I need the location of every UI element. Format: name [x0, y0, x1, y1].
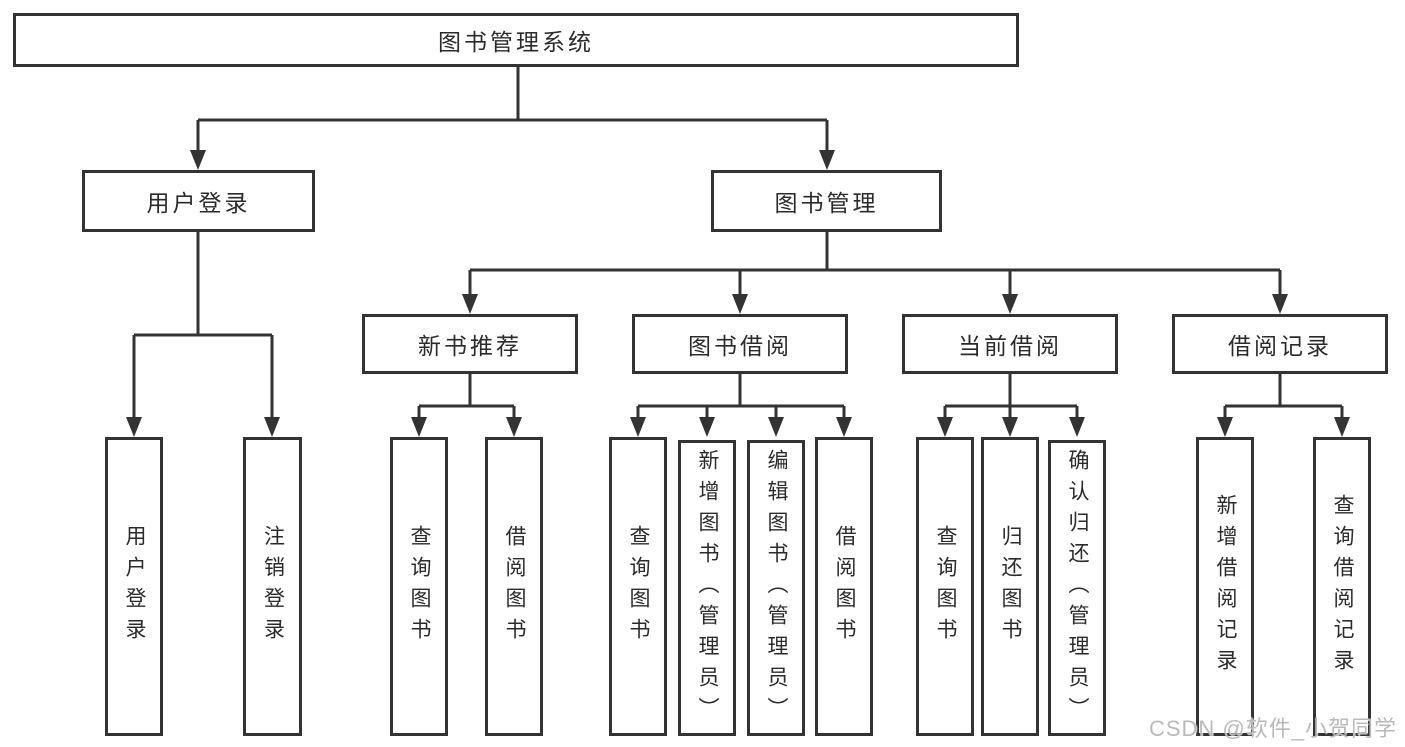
- root-to-level2-connector: [190, 66, 835, 170]
- leaf-borrow-book-2: 借阅图书: [815, 437, 873, 736]
- leaf-query-borrow-record: 查询借阅记录: [1313, 437, 1371, 736]
- leaf-return-book: 归还图书: [981, 437, 1039, 736]
- current-borrow-children-connector: [937, 374, 1085, 437]
- leaf-confirm-return-admin: 确认归还（管理员）: [1048, 440, 1106, 736]
- leaf-add-book-admin: 新增图书（管理员）: [678, 440, 736, 736]
- leaf-query-book-2: 查询图书: [609, 437, 667, 736]
- node-root: 图书管理系统: [13, 13, 1019, 67]
- leaf-logout: 注销登录: [243, 437, 302, 736]
- leaf-add-borrow-record: 新增借阅记录: [1196, 437, 1254, 736]
- node-user-login: 用户登录: [82, 170, 315, 232]
- node-borrow-record: 借阅记录: [1172, 314, 1388, 374]
- leaf-user-login: 用户登录: [105, 437, 163, 736]
- new-book-children-connector: [411, 374, 522, 437]
- book-borrow-children-connector: [630, 374, 852, 437]
- node-book-management: 图书管理: [711, 170, 942, 232]
- leaf-edit-book-admin: 编辑图书（管理员）: [747, 440, 805, 736]
- node-book-borrow: 图书借阅: [632, 314, 848, 374]
- borrow-record-children-connector: [1217, 374, 1350, 437]
- node-new-book-recommend: 新书推荐: [362, 314, 578, 374]
- book-management-children-connector: [462, 232, 1288, 314]
- user-login-children-connector: [126, 232, 280, 437]
- leaf-borrow-book-1: 借阅图书: [485, 437, 543, 736]
- node-current-borrow: 当前借阅: [902, 314, 1118, 374]
- leaf-query-book-3: 查询图书: [916, 437, 974, 736]
- leaf-query-book-1: 查询图书: [390, 437, 448, 736]
